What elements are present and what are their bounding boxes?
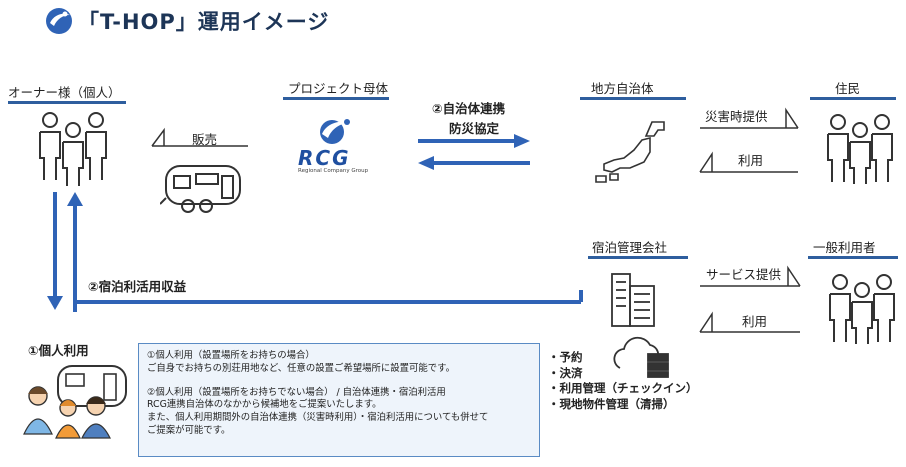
japan-map-icon	[595, 121, 665, 183]
disaster-provision-label: 災害時提供	[705, 109, 768, 124]
residents-people-icon	[827, 114, 893, 184]
service-provision-arrow	[700, 265, 801, 287]
office-building-icon	[611, 273, 655, 327]
municipal-link-label: ②自治体連携	[432, 101, 506, 116]
lodging-income-arrow	[73, 290, 583, 304]
rcg-logo-text: RCG	[298, 146, 351, 170]
rcg-globe-icon	[320, 119, 350, 144]
general-users-underline	[808, 256, 898, 259]
service-provision-label: サービス提供	[706, 267, 782, 282]
t-hop-logo-icon	[46, 8, 72, 34]
rcg-tagline: Regional Company Group	[298, 168, 369, 174]
lodging-company-underline	[588, 256, 688, 259]
sale-direction-arrow	[151, 127, 248, 147]
service-item: ・決済	[548, 365, 583, 380]
owner-underline	[8, 101, 126, 104]
note-line-5: また、個人利用期間外の自治体連携（災害時利用）・宿泊利活用についても併せて	[147, 412, 489, 424]
lodging-services-list: ・予約 ・決済 ・利用管理（チェックイン） ・現地物件管理（清掃）	[548, 350, 698, 412]
note-line-2: ご自身でお持ちの別荘用地など、任意の設置ご希望場所に設置可能です。	[147, 362, 455, 374]
municipal-link-arrows	[418, 134, 530, 170]
service-item: ・予約	[548, 350, 583, 364]
personal-use-heading: ①個人利用	[28, 343, 89, 358]
owner-people-icon	[39, 112, 107, 186]
lodging-income-label: ②宿泊利活用収益	[88, 279, 187, 294]
service-item: ・利用管理（チェックイン）	[548, 381, 698, 395]
general-users-label: 一般利用者	[813, 240, 876, 255]
cloud-server-icon	[613, 336, 669, 378]
lodging-company-label: 宿泊管理会社	[592, 240, 668, 255]
residents-use-arrow	[699, 151, 798, 173]
owner-vertical-arrows	[47, 192, 83, 312]
parent-label: プロジェクト母体	[288, 81, 389, 96]
page-title: 「T-HOP」運用イメージ	[78, 10, 330, 34]
general-use-arrow	[699, 311, 800, 333]
note-line-3: ②個人利用（設置場所をお持ちでない場合） / 自治体連携・宿泊利活用	[147, 386, 446, 398]
camper-trailer-icon	[160, 165, 241, 213]
residents-use-label: 利用	[738, 153, 764, 168]
parent-underline	[283, 97, 389, 100]
personal-use-note-box: ①個人利用（設置場所をお持ちの場合） ご自身でお持ちの別荘用地など、任意の設置ご…	[138, 343, 540, 457]
note-line-6: ご提案が可能です。	[147, 424, 231, 436]
note-line-4: RCG連携自治体のなかから候補地をご提案いたします。	[147, 399, 382, 411]
family-camper-icon	[23, 365, 127, 439]
general-use-label: 利用	[742, 314, 768, 329]
residents-underline	[810, 97, 896, 100]
owner-label: オーナー様（個人）	[8, 85, 121, 100]
service-item: ・現地物件管理（清掃）	[548, 396, 675, 411]
municipality-underline	[580, 97, 686, 100]
disaster-provision-arrow	[700, 107, 799, 129]
sale-label: 販売	[192, 132, 218, 147]
disaster-agreement-label: 防災協定	[449, 121, 500, 136]
general-users-people-icon	[829, 274, 895, 344]
municipality-label: 地方自治体	[591, 81, 654, 96]
note-line-1: ①個人利用（設置場所をお持ちの場合）	[147, 350, 315, 361]
residents-label: 住民	[835, 81, 861, 96]
